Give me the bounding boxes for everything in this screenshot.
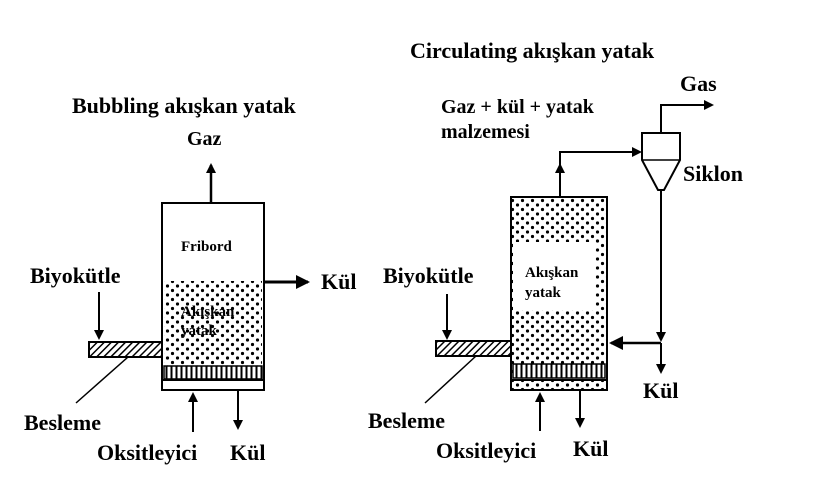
bubbling-distributor-grid — [163, 365, 263, 380]
circulating-feed-leader — [424, 355, 477, 404]
circulating-mix-label-1: Gaz + kül + yatak — [441, 96, 595, 118]
circulating-bed-label-2: yatak — [525, 285, 561, 301]
bubbling-title: Bubbling akışkan yatak — [72, 93, 297, 118]
circulating-title: Circulating akışkan yatak — [410, 38, 655, 63]
circulating-biomass-label: Biyokütle — [383, 263, 474, 288]
bubbling-oxidizer-label: Oksitleyici — [97, 440, 197, 465]
bubbling-biomass-label: Biyokütle — [30, 263, 121, 288]
circulating-feed-label: Besleme — [368, 408, 445, 433]
circulating-distributor-grid — [512, 363, 606, 379]
bubbling-bed-label-1: Akışkan — [181, 304, 235, 320]
circulating-reactor — [424, 100, 714, 431]
circulating-feed-screw — [435, 340, 512, 357]
bubbling-ash-side-label: Kül — [321, 269, 356, 294]
bubbling-gas-label: Gaz — [187, 128, 222, 150]
bubbling-feed-screw — [88, 341, 163, 358]
circulating-ash-bottom-label: Kül — [573, 436, 608, 461]
circulating-mix-label-2: malzemesi — [441, 121, 530, 143]
bubbling-bed-area — [164, 281, 262, 366]
cyclone-label: Siklon — [683, 161, 743, 186]
bubbling-reactor — [75, 163, 310, 432]
bubbling-feed-leader — [75, 356, 129, 404]
circulating-oxidizer-label: Oksitleyici — [436, 438, 536, 463]
cyclone-ash-label: Kül — [643, 378, 678, 403]
riser-pipe — [559, 147, 642, 197]
cyclone — [641, 132, 681, 191]
cyclone-gas-out — [660, 100, 714, 133]
bubbling-bed-label-2: yatak — [181, 323, 217, 339]
circulating-bed-label-1: Akışkan — [525, 265, 579, 281]
bubbling-ash-bottom-label: Kül — [230, 440, 265, 465]
bubbling-freeboard-label: Fribord — [181, 239, 232, 255]
bubbling-feed-label: Besleme — [24, 410, 101, 435]
circulating-gas-label: Gas — [680, 71, 717, 96]
